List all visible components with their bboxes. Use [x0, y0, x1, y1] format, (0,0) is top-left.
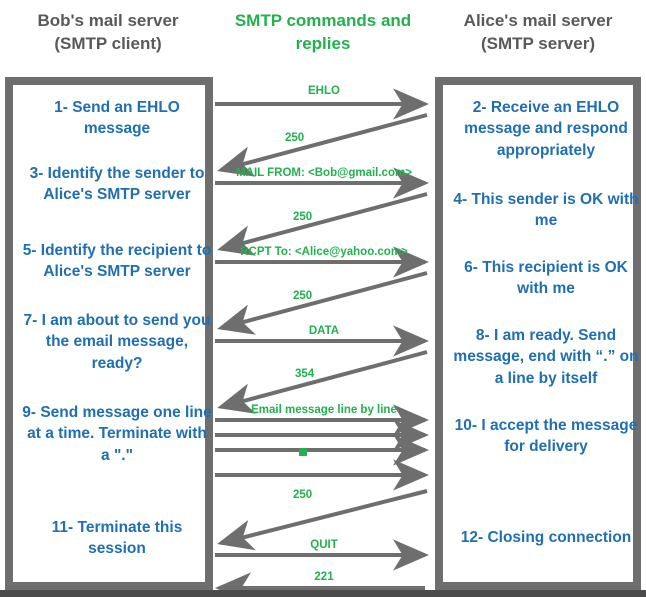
client-panel-inner: 1- Send an EHLO message 3- Identify the …	[13, 85, 212, 582]
client-step-5: 5- Identify the recipient to Alice's SMT…	[22, 242, 212, 281]
arrow-250-d	[217, 489, 428, 551]
message-label-quit: QUIT	[310, 539, 338, 551]
client-panel: 1- Send an EHLO message 3- Identify the …	[5, 77, 213, 590]
server-header-line1: Alice's mail server	[463, 11, 613, 30]
message-label-ehlo: EHLO	[308, 85, 340, 97]
client-header-line1: Bob's mail server	[37, 11, 179, 30]
end-of-data-dot-marker	[299, 448, 307, 456]
client-step-3: 3- Identify the sender to Alice's SMTP s…	[29, 165, 205, 204]
arrow-250-a	[217, 113, 428, 177]
server-header-line2: (SMTP server)	[480, 33, 595, 53]
protocol-header-line2: replies	[295, 33, 351, 53]
arrow-354	[217, 350, 428, 414]
message-label-221: 221	[314, 571, 334, 583]
client-step-1: 1- Send an EHLO message	[54, 99, 180, 138]
server-step-8: 8- I am ready. Send message, end with “.…	[453, 327, 639, 387]
message-label-email-body: Email message line by line	[251, 404, 397, 416]
arrow-canvas	[215, 88, 429, 590]
column-header-client: Bob's mail server (SMTP client)	[0, 10, 216, 56]
message-label-250-b: 250	[293, 211, 313, 223]
arrow-250-b	[217, 192, 428, 256]
message-label-250-d: 250	[293, 489, 313, 501]
message-label-354: 354	[295, 368, 315, 380]
server-panel: 2- Receive an EHLO message and respond a…	[435, 77, 641, 590]
message-label-rcpt-to: RCPT To: <Alice@yahoo.com>	[240, 246, 408, 258]
client-step-11: 11- Terminate this session	[51, 519, 183, 558]
message-label-mail-from: MAIL FROM: <Bob@gmail.com>	[236, 167, 412, 179]
client-step-9: 9- Send message one line at a time. Term…	[22, 404, 212, 464]
message-label-250-a: 250	[285, 132, 305, 144]
protocol-message-flow: EHLO 250 MAIL FROM: <Bob@gmail.com> 250 …	[213, 77, 435, 590]
server-panel-inner: 2- Receive an EHLO message and respond a…	[443, 85, 639, 582]
column-header-protocol: SMTP commands and replies	[216, 10, 430, 56]
client-header-line2: (SMTP client)	[54, 33, 162, 53]
server-step-6: 6- This recipient is OK with me	[464, 259, 628, 298]
protocol-header-line1: SMTP commands and	[234, 11, 412, 30]
message-label-data: DATA	[308, 325, 340, 337]
bottom-edge-bar	[0, 590, 646, 597]
message-label-250-c: 250	[293, 290, 313, 302]
server-step-10: 10- I accept the message for delivery	[454, 417, 638, 456]
client-step-7: 7- I am about to send you the email mess…	[23, 312, 211, 372]
server-step-4: 4- This sender is OK with me	[453, 191, 639, 230]
arrow-250-c	[217, 271, 428, 335]
server-step-2: 2- Receive an EHLO message and respond a…	[464, 99, 628, 159]
server-step-12: 12- Closing connection	[460, 529, 632, 546]
column-header-server: Alice's mail server (SMTP server)	[430, 10, 646, 56]
